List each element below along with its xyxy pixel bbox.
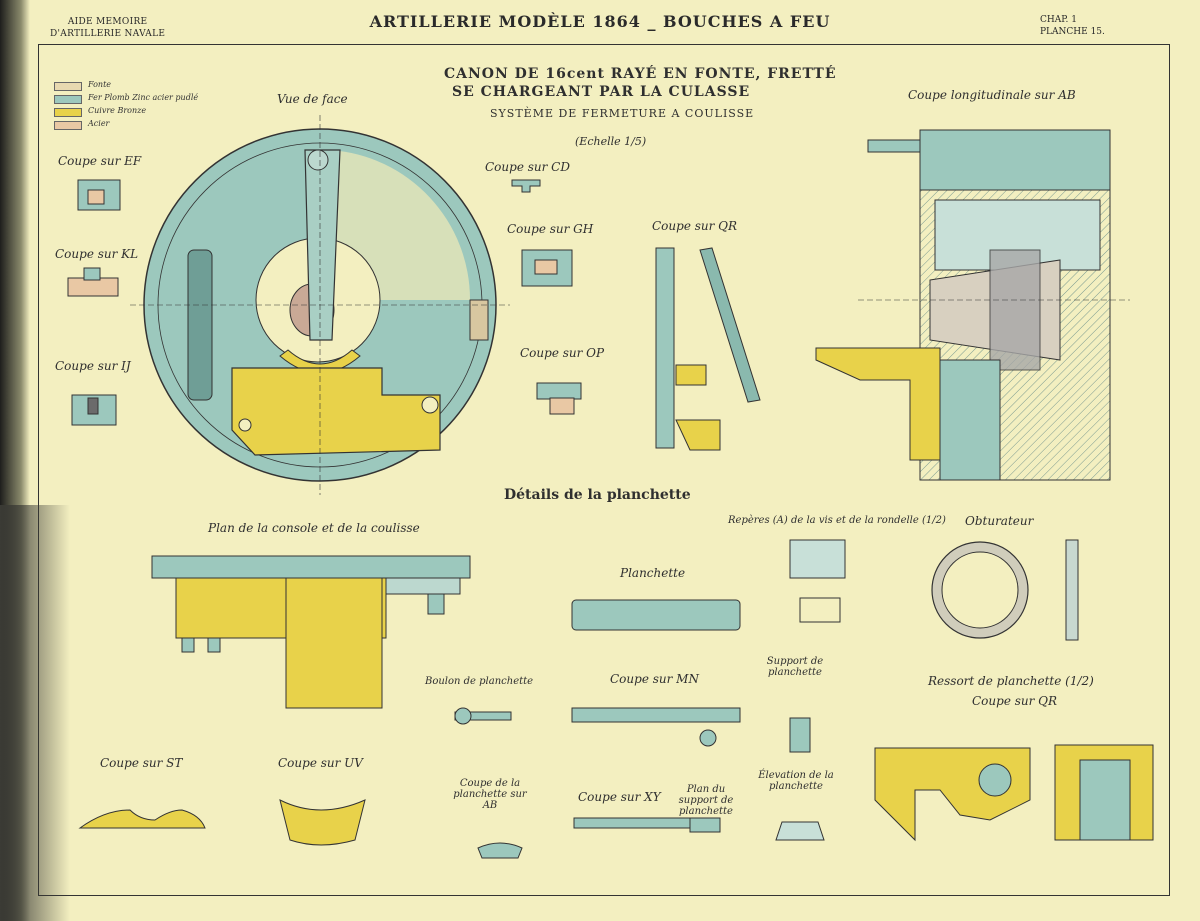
header-plate-number: PLANCHE 15. (1040, 27, 1105, 37)
console-plan (151, 555, 471, 709)
section-ef (77, 179, 121, 211)
legend-iron: Fer Plomb Zinc acier pudlé (54, 93, 199, 104)
legend-swatch-steel (54, 121, 82, 130)
legend-label-bronze: Cuivre Bronze (88, 106, 147, 115)
obturator (931, 539, 1079, 641)
details-title: Détails de la planchette (504, 487, 691, 503)
planchette-plan (571, 599, 741, 833)
caption-obturator: Obturateur (965, 514, 1034, 528)
legend-steel: Acier (54, 119, 110, 130)
header-right: CHAP. 1 PLANCHE 15. (1040, 14, 1105, 38)
caption-section-gh: Coupe sur GH (507, 222, 594, 236)
legend-label-steel: Acier (88, 119, 110, 128)
caption-longitudinal-ab: Coupe longitudinale sur AB (908, 88, 1076, 102)
caption-reperes: Repères (A) de la vis et de la rondelle … (728, 515, 946, 526)
legend-cast-iron: Fonte (54, 80, 112, 91)
legend-label-cast-iron: Fonte (88, 80, 112, 89)
caption-section-st: Coupe sur ST (100, 756, 183, 770)
header-title: ARTILLERIE MODÈLE 1864 _ BOUCHES A FEU (369, 12, 831, 31)
legend-swatch-cast-iron (54, 82, 82, 91)
legend-swatch-iron (54, 95, 82, 104)
legend-bronze: Cuivre Bronze (54, 106, 147, 117)
caption-bolt: Boulon de planchette (425, 676, 534, 687)
header-left-line2: D'ARTILLERIE NAVALE (50, 29, 166, 39)
caption-spring: Ressort de planchette (1/2) (928, 674, 1094, 688)
plate-title-2: SE CHARGEANT PAR LA CULASSE (452, 84, 751, 100)
legend-swatch-bronze (54, 108, 82, 117)
caption-console-plan: Plan de la console et de la coulisse (208, 521, 420, 535)
sections-st-uv (78, 799, 366, 846)
caption-section-cd: Coupe sur CD (485, 160, 570, 174)
header-chapter: CHAP. 1 (1040, 15, 1077, 25)
caption-section-ef: Coupe sur EF (58, 154, 142, 168)
section-kl (67, 267, 119, 297)
caption-planchette: Planchette (620, 566, 686, 580)
caption-support: Support de planchette (766, 656, 824, 678)
longitudinal-section-ab (815, 129, 1130, 481)
support (775, 717, 825, 841)
legend-label-iron: Fer Plomb Zinc acier pudlé (88, 93, 199, 102)
caption-spring-qr: Coupe sur QR (972, 694, 1058, 708)
caption-section-mn: Coupe sur MN (610, 672, 699, 686)
caption-support-plan: Plan du support de planchette (678, 784, 734, 817)
header-left-line1: AIDE MEMOIRE (67, 17, 148, 27)
caption-section-kl: Coupe sur KL (55, 247, 139, 261)
plate-scale: (Echelle 1/5) (575, 135, 647, 148)
plate-title-1: CANON DE 16cent RAYÉ EN FONTE, FRETTÉ (444, 66, 837, 82)
caption-section-op: Coupe sur OP (520, 346, 605, 360)
caption-section-xy: Coupe sur XY (578, 790, 661, 804)
marks-detail (789, 539, 846, 623)
caption-section-ij: Coupe sur IJ (55, 359, 131, 373)
caption-section-qr: Coupe sur QR (652, 219, 738, 233)
header-left: AIDE MEMOIRE D'ARTILLERIE NAVALE (50, 16, 165, 40)
spring-section (874, 744, 1154, 842)
section-planchette-ab (477, 842, 523, 859)
caption-planchette-ab: Coupe de la planchette sur AB (453, 778, 527, 811)
front-view-breech (130, 115, 510, 495)
plate-subtitle: SYSTÈME DE FERMETURE A COULISSE (490, 107, 755, 120)
plate-border (38, 44, 1170, 896)
section-qr (655, 247, 761, 451)
section-gh (521, 249, 573, 287)
bolt (454, 707, 512, 725)
photo-fold-shadow (0, 505, 70, 921)
section-ij (71, 394, 117, 426)
section-op (536, 382, 582, 415)
section-cd (511, 179, 541, 193)
caption-front-view: Vue de face (277, 92, 348, 106)
caption-section-uv: Coupe sur UV (278, 756, 363, 770)
caption-elevation: Élevation de la planchette (758, 770, 834, 792)
